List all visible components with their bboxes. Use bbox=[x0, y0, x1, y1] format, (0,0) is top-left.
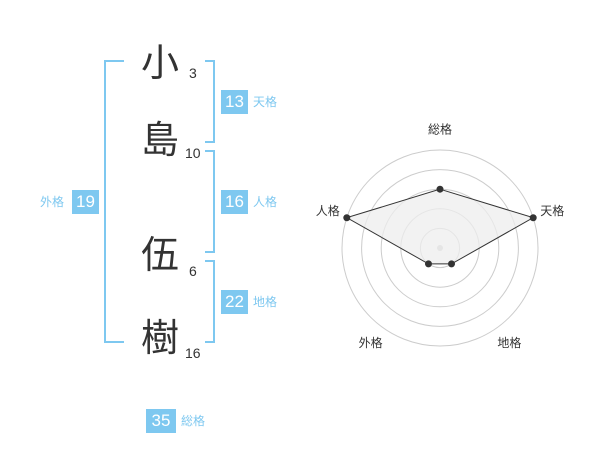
stroke-count-3: 6 bbox=[189, 263, 197, 279]
radar-axis-label: 地格 bbox=[497, 335, 521, 350]
jinkaku-label: 人格 bbox=[253, 195, 278, 209]
tenkaku-value: 13 bbox=[221, 90, 248, 114]
radar-point bbox=[529, 214, 537, 222]
gaikaku-value: 19 bbox=[72, 190, 99, 214]
tenkaku-bracket bbox=[205, 60, 215, 143]
name-char-2: 島 bbox=[141, 118, 180, 162]
radar-ring bbox=[341, 149, 539, 347]
name-char-1: 小 bbox=[141, 41, 180, 85]
chikaku-label: 地格 bbox=[253, 295, 278, 309]
gaikaku-bracket bbox=[104, 60, 124, 343]
jinkaku-bracket bbox=[205, 150, 215, 253]
soukaku-label: 総格 bbox=[181, 414, 206, 428]
name-char-4: 樹 bbox=[141, 316, 180, 360]
chikaku-value: 22 bbox=[221, 290, 248, 314]
radar-axis-label: 総格 bbox=[428, 122, 452, 137]
stroke-count-4: 16 bbox=[185, 345, 201, 361]
soukaku-value: 35 bbox=[146, 409, 176, 433]
radar-point bbox=[448, 260, 456, 268]
stroke-count-1: 3 bbox=[189, 65, 197, 81]
radar-ring bbox=[361, 169, 519, 327]
radar-axis-label: 人格 bbox=[316, 203, 340, 218]
radar-point bbox=[343, 214, 351, 222]
tenkaku-label: 天格 bbox=[253, 95, 278, 109]
radar-axis-label: 天格 bbox=[540, 203, 564, 218]
stroke-count-2: 10 bbox=[185, 145, 201, 161]
radar-area bbox=[345, 188, 535, 265]
radar-axis-label: 外格 bbox=[359, 335, 383, 350]
radar-point bbox=[424, 260, 432, 268]
chikaku-bracket bbox=[205, 260, 215, 343]
jinkaku-value: 16 bbox=[221, 190, 248, 214]
radar-point bbox=[436, 185, 444, 193]
name-char-3: 伍 bbox=[141, 233, 180, 277]
gaikaku-label: 外格 bbox=[40, 195, 65, 209]
